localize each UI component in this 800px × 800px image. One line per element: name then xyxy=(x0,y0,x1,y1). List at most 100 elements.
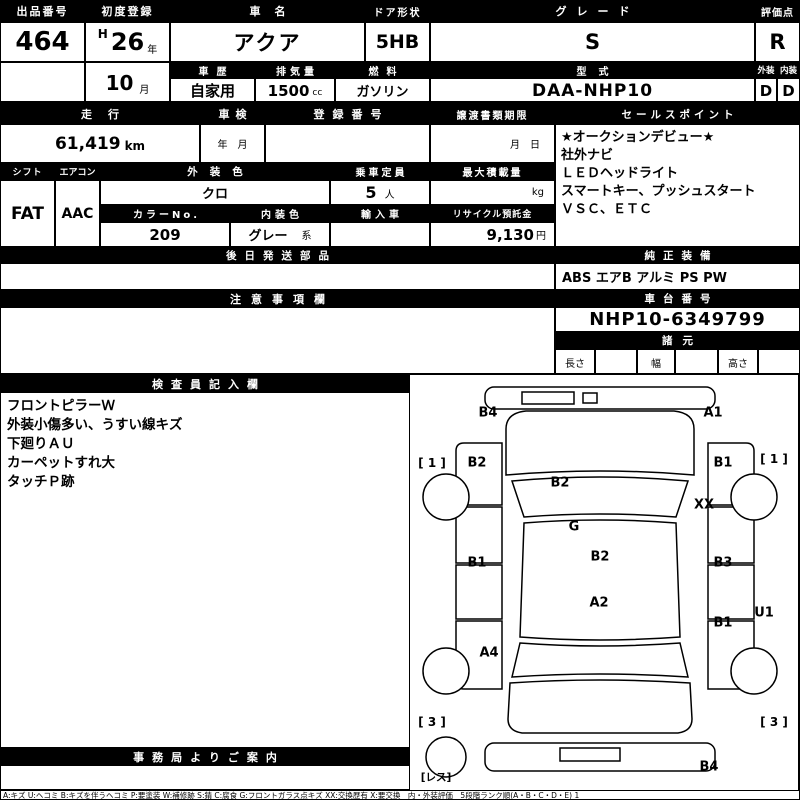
dimensions-header: 諸元 xyxy=(555,332,800,349)
fuel-header: 燃料 xyxy=(335,62,430,78)
aircon-value: AAC xyxy=(55,180,100,247)
tire-depth-mark: [ 1 ] xyxy=(418,456,446,470)
year-suffix: 年 xyxy=(147,45,158,56)
grade-value: S xyxy=(430,22,755,62)
damage-mark: B2 xyxy=(550,475,570,491)
recycle-unit: 円 xyxy=(536,231,546,242)
sales-point: スマートキー、プッシュスタート xyxy=(561,184,756,199)
damage-mark: B2 xyxy=(590,549,610,565)
damage-mark: A2 xyxy=(589,595,609,611)
inspector-note: カーペットすれ大 xyxy=(7,455,115,471)
damage-mark: B4 xyxy=(478,405,498,421)
sales-point: ★オークションデビュー★ xyxy=(561,130,715,145)
exterior-color-header: 外装色 xyxy=(100,163,330,180)
damage-mark: A1 xyxy=(703,405,723,421)
equipment-value: ABS エアB アルミ PS PW xyxy=(555,263,800,290)
registration-number-value xyxy=(265,124,430,163)
first-registration-header: 初度登録 xyxy=(85,0,170,22)
tire-depth-mark: [ 3 ] xyxy=(418,715,446,729)
first-registration-value: H 26 年 xyxy=(85,22,170,62)
length-label: 長さ xyxy=(555,349,595,375)
displacement-unit: cc xyxy=(312,88,323,98)
sales-points-list: ★オークションデビュー★ 社外ナビ ＬＥＤヘッドライト スマートキー、プッシュス… xyxy=(555,124,800,247)
chassis-number-header: 車台番号 xyxy=(555,290,800,307)
import-car-value xyxy=(330,222,430,247)
length-value xyxy=(595,349,637,375)
damage-mark: U1 xyxy=(754,605,774,621)
mileage-header: 走行 xyxy=(0,104,200,124)
interior-color-suffix: 系 xyxy=(301,231,312,242)
section-divider-top xyxy=(0,101,800,104)
spare-tire-mark: [レス] xyxy=(420,771,452,784)
era-letter: H xyxy=(97,27,108,41)
color-number-value: 209 xyxy=(100,222,230,247)
lot-blank-cell xyxy=(0,62,85,103)
score-header: 評価点 xyxy=(755,0,800,22)
mileage-value: 61,419 km xyxy=(0,124,200,163)
recycle-amount: 9,130 xyxy=(486,225,534,244)
exterior-grade-header: 外装 xyxy=(755,62,777,78)
door-shape-header: ドア形状 xyxy=(365,0,430,22)
capacity-header: 乗車定員 xyxy=(330,163,430,180)
inspector-notes-header: 検査員記入欄 xyxy=(0,375,410,392)
height-value xyxy=(758,349,800,375)
office-info-value xyxy=(0,765,410,790)
tire-depth-mark: [ 3 ] xyxy=(760,715,788,729)
score-value: R xyxy=(755,22,800,62)
damage-mark: B2 xyxy=(467,455,487,471)
transfer-deadline-value: 月 日 xyxy=(430,124,555,163)
later-parts-header: 後日発送部品 xyxy=(0,247,555,263)
color-number-header: カラーNo. xyxy=(100,205,230,222)
transfer-deadline-header: 譲渡書類期限 xyxy=(430,104,555,124)
inspector-note: 外装小傷多い、うすい線キズ xyxy=(7,417,183,433)
first-reg-month: 10 xyxy=(105,70,134,95)
displacement-value: 1500 cc xyxy=(255,78,335,103)
damage-mark: B1 xyxy=(713,455,733,471)
interior-grade-value: D xyxy=(777,78,800,103)
exterior-grade-value: D xyxy=(755,78,777,103)
model-code-header: 型式 xyxy=(430,62,755,78)
shift-value: FAT xyxy=(0,180,55,247)
inspector-note: タッチＰ跡 xyxy=(7,474,75,490)
fuel-value: ガソリン xyxy=(335,78,430,103)
mileage-number: 61,419 xyxy=(54,133,121,154)
sales-point: 社外ナビ xyxy=(561,148,614,163)
door-shape-value: 5HB xyxy=(365,22,430,62)
mileage-unit: km xyxy=(124,139,146,153)
legend-row: A:キズ U:ヘコミ B:キズを伴うヘコミ P:要塗装 W:補修跡 S:錆 C:… xyxy=(0,790,800,800)
max-load-value: kg xyxy=(430,180,555,205)
capacity-unit: 人 xyxy=(384,190,395,201)
month-suffix: 月 xyxy=(139,85,150,96)
damage-mark: A4 xyxy=(479,645,499,661)
office-info-header: 事務局よりご案内 xyxy=(0,748,410,765)
width-value xyxy=(675,349,718,375)
registration-number-header: 登録番号 xyxy=(265,104,430,124)
lot-number-header: 出品番号 xyxy=(0,0,85,22)
damage-mark: XX xyxy=(693,497,715,513)
sales-point: ＬＥＤヘッドライト xyxy=(561,166,679,181)
interior-grade-header: 内装 xyxy=(777,62,800,78)
damage-mark: B1 xyxy=(467,555,487,571)
interior-color-name: グレー xyxy=(248,229,288,244)
inspector-notes-list: フロントピラーＷ 外装小傷多い、うすい線キズ 下廻りＡＵ カーペットすれ大 タッ… xyxy=(0,392,410,748)
interior-color-header: 内装色 xyxy=(230,205,330,222)
height-label: 高さ xyxy=(718,349,758,375)
damage-mark: B1 xyxy=(713,615,733,631)
first-reg-month-value: 10 月 xyxy=(85,62,170,103)
car-name-value: アクア xyxy=(170,22,365,62)
history-header: 車歴 xyxy=(170,62,255,78)
cautions-header: 注意事項欄 xyxy=(0,290,555,307)
width-label: 幅 xyxy=(637,349,675,375)
damage-mark: G xyxy=(568,519,580,535)
sales-point: ＶＳＣ、ＥＴＣ xyxy=(561,202,653,217)
import-car-header: 輸入車 xyxy=(330,205,430,222)
car-damage-diagram: B4 A1 [ 1 ] B2 B2 B1 [ 1 ] XX G B1 B2 B3… xyxy=(410,375,800,790)
shift-header: シフト xyxy=(0,163,55,180)
damage-mark: B4 xyxy=(699,759,719,775)
later-parts-value xyxy=(0,263,555,290)
displacement-number: 1500 xyxy=(267,81,310,100)
interior-color-value: グレー 系 xyxy=(230,222,330,247)
recycle-deposit-header: リサイクル預託金 xyxy=(430,205,555,222)
chassis-number-value: NHP10-6349799 xyxy=(555,307,800,332)
